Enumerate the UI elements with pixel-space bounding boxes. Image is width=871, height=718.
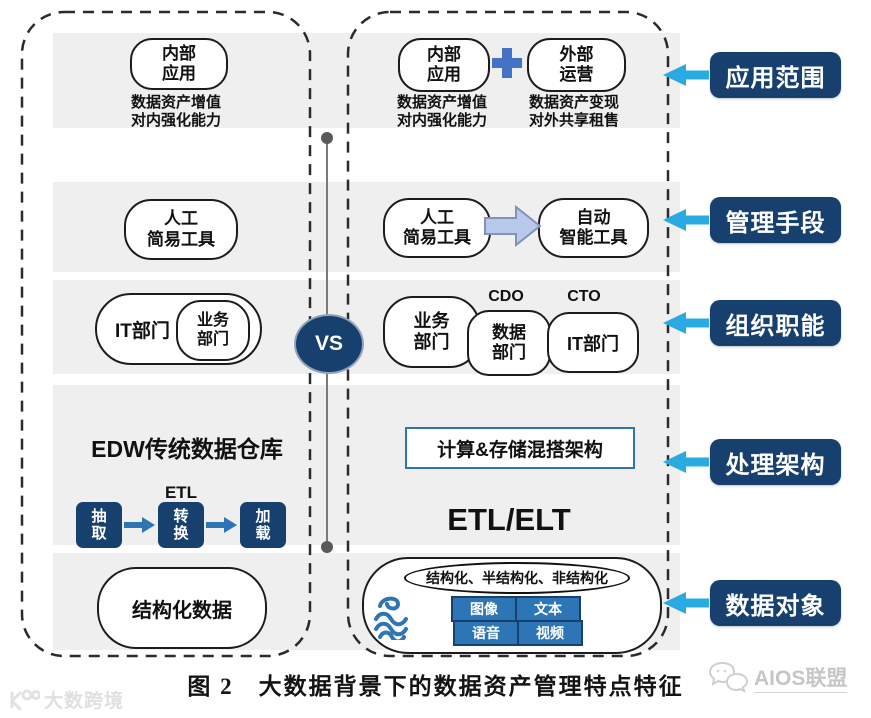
left-internal-application-pill: 内部 应用 (130, 38, 228, 90)
data-type-voice: 语音 (453, 620, 519, 646)
right-manual-tools-pill: 人工 简易工具 (383, 198, 491, 258)
block-arrow-icon (484, 204, 542, 248)
dim-label-organization-function: 组织职能 (710, 300, 841, 346)
data-type-text: 文本 (515, 596, 581, 622)
left-dashed-container (20, 10, 312, 658)
left-manual-tools-pill: 人工 简易工具 (124, 199, 238, 260)
bottom-left-watermark-text: 大数跨境 (44, 691, 125, 712)
bottom-right-watermark: AIOS联盟 (708, 660, 848, 694)
left-it-department-label: IT部门 (115, 320, 170, 342)
cto-role-label: CTO (567, 288, 601, 305)
left-edw-title: EDW传统数据仓库 (91, 436, 283, 462)
right-business-department-pill: 业务 部门 (383, 296, 480, 368)
right-internal-caption: 数据资产增值 对内强化能力 (396, 94, 487, 130)
right-external-operation-pill: 外部 运营 (527, 38, 626, 92)
left-arrow-icon (663, 451, 709, 473)
cdo-role-label: CDO (488, 288, 524, 305)
left-arrow-icon (663, 209, 709, 231)
etl-arrow-icon (124, 517, 155, 533)
right-it-department-pill: IT部门 (547, 312, 639, 373)
dim-label-processing-architecture: 处理架构 (710, 439, 841, 485)
vs-badge: VS (294, 314, 364, 374)
hybrid-architecture-box: 计算&存储混搭架构 (405, 427, 635, 469)
etl-step-extract: 抽 取 (76, 502, 122, 548)
right-internal-application-pill: 内部 应用 (398, 38, 490, 92)
divider-bottom-dot (321, 541, 333, 553)
left-arrow-icon (663, 592, 709, 614)
bottom-left-watermark: 大数跨境 (6, 686, 124, 713)
etl-arrow-icon (206, 517, 237, 533)
right-auto-tools-pill: 自动 智能工具 (538, 198, 649, 258)
left-application-caption: 数据资产增值 对内强化能力 (130, 94, 221, 130)
chat-bubbles-icon (708, 661, 749, 693)
dim-label-application-scope: 应用范围 (710, 52, 841, 98)
data-type-image: 图像 (451, 596, 517, 622)
etl-step-transform: 转 换 (158, 502, 204, 548)
right-data-department-pill: 数据 部门 (467, 310, 551, 376)
left-business-department-pill: 业务 部门 (176, 300, 250, 361)
etl-elt-label: ETL/ELT (447, 502, 571, 537)
left-arrow-icon (663, 312, 709, 334)
data-structure-ellipse: 结构化、半结构化、非结构化 (404, 562, 630, 594)
plus-icon (492, 48, 522, 78)
etl-step-load: 加 载 (240, 502, 286, 548)
left-etl-label: ETL (164, 483, 198, 502)
dim-label-data-object: 数据对象 (710, 580, 841, 626)
divider-top-dot (321, 132, 333, 144)
dim-label-management-means: 管理手段 (710, 197, 841, 243)
data-type-video: 视频 (517, 620, 583, 646)
left-structured-data-pill: 结构化数据 (97, 567, 267, 649)
figure-caption: 图 2 大数据背景下的数据资产管理特点特征 (187, 674, 684, 699)
water-stream-icon (374, 596, 408, 640)
bottom-right-watermark-text: AIOS联盟 (754, 662, 848, 693)
dashukuajing-logo-icon (10, 689, 40, 710)
left-arrow-icon (663, 64, 709, 86)
right-external-caption: 数据资产变现 对外共享租售 (528, 94, 619, 130)
